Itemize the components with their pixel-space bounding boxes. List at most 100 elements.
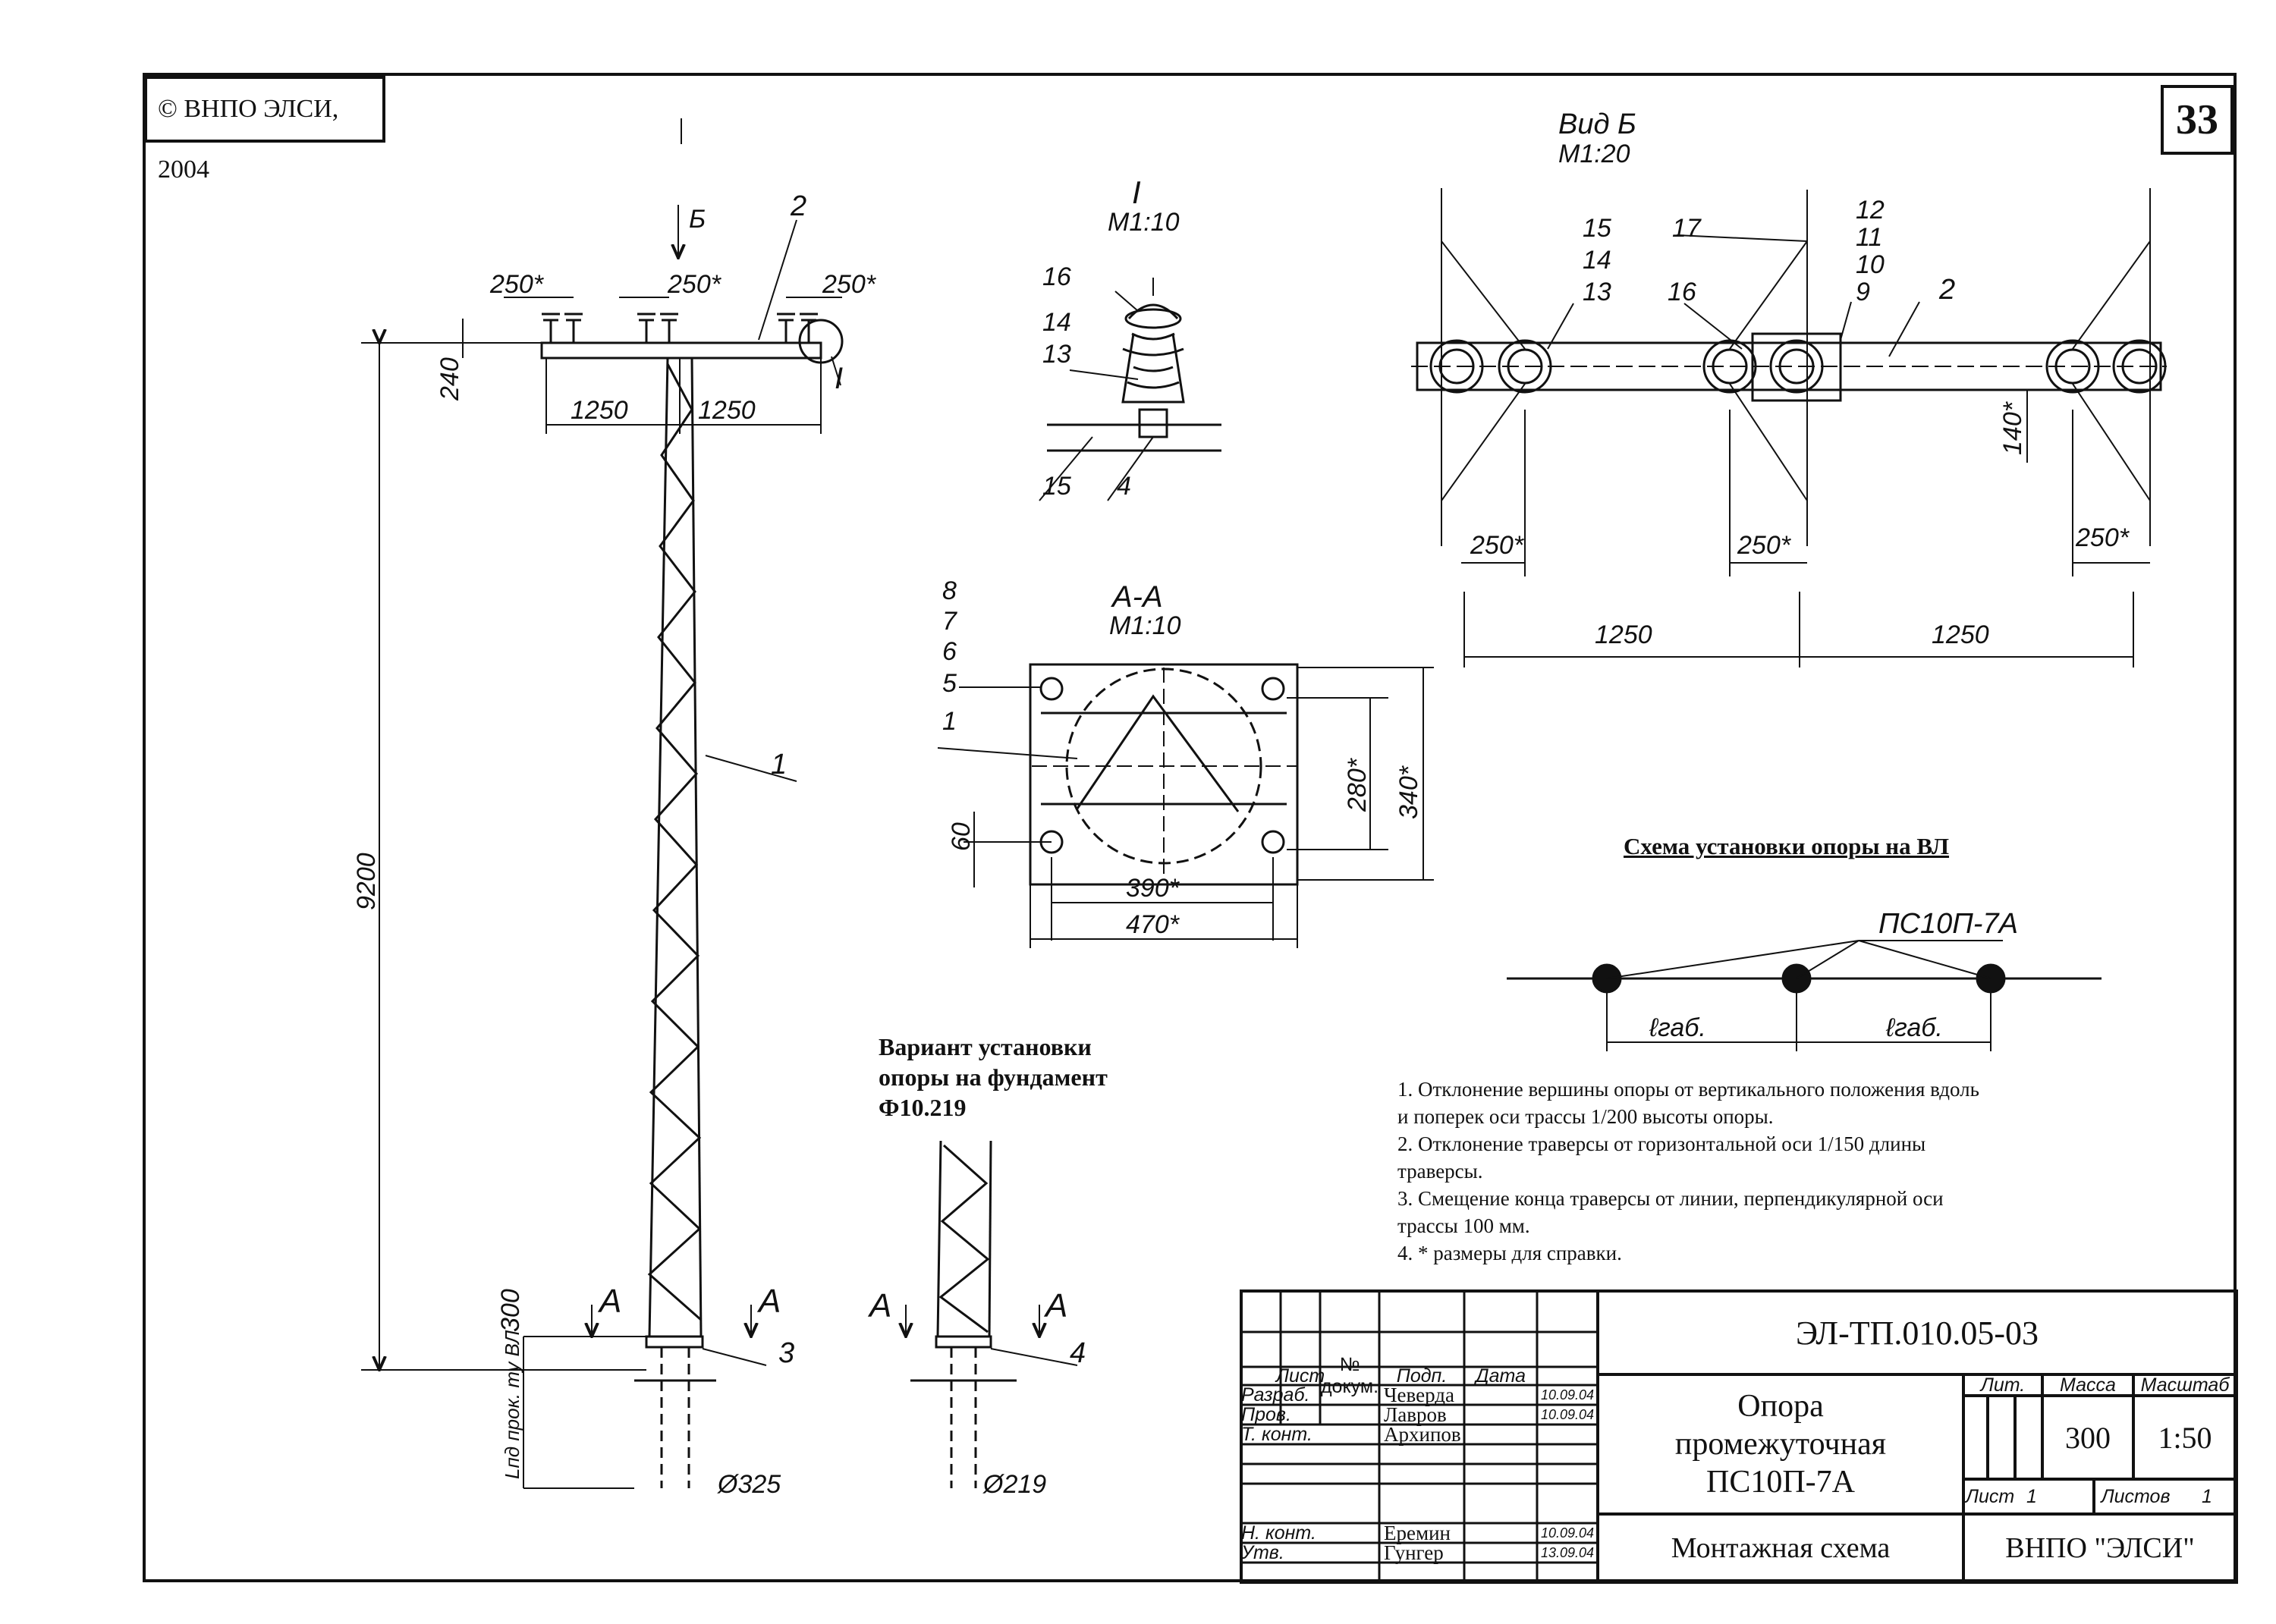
dim-embed: Lпд прок. ту ВЛ	[501, 1330, 523, 1479]
section-a-left: А	[597, 1283, 621, 1320]
view-b-dim-250-left: 250*	[1470, 531, 1525, 560]
variant-section-a-right: А	[1043, 1287, 1067, 1324]
detail-i-callout-14: 14	[1042, 308, 1071, 337]
scale-value: 1:50	[2158, 1420, 2212, 1455]
dim-280: 280*	[1343, 757, 1372, 812]
dim-1250-right: 1250	[698, 396, 756, 425]
view-b-dim-1250-left: 1250	[1595, 620, 1652, 649]
callout-1: 1	[771, 749, 787, 781]
dim-240: 240	[435, 357, 464, 401]
scheme-span-right: ℓгаб.	[1885, 1013, 1943, 1042]
installation-scheme	[1507, 940, 2102, 1051]
aa-callout-6: 6	[942, 637, 957, 666]
aa-callout-8: 8	[942, 576, 957, 605]
sheets-label: Листов	[2101, 1485, 2171, 1507]
lit-label: Лит.	[1980, 1374, 2026, 1396]
view-b-drawing	[1411, 188, 2167, 668]
col-date: Дата	[1476, 1365, 1526, 1387]
variant-line-1: Вариант установки	[879, 1033, 1092, 1060]
diameter-325: Ø325	[717, 1470, 781, 1499]
detail-i-callout-4: 4	[1117, 472, 1131, 501]
view-b-callout-13: 13	[1583, 278, 1611, 306]
dim-1250-left: 1250	[571, 396, 628, 425]
note-line: и поперек оси трассы 1/200 высоты опоры.	[1397, 1105, 1774, 1128]
dim-340: 340*	[1394, 765, 1423, 819]
title-line-1: Опора	[1737, 1389, 1824, 1424]
note-line: 2. Отклонение траверсы от горизонтальной…	[1397, 1132, 1926, 1155]
drawing-title: Опора промежуточная ПС10П-7А	[1598, 1374, 1963, 1514]
date-nkont: 10.09.04	[1540, 1525, 1595, 1541]
role-prov: Пров.	[1241, 1403, 1291, 1425]
section-aa-drawing	[937, 663, 1434, 948]
notes: 1. Отклонение вершины опоры от вертикаль…	[1397, 1076, 2126, 1267]
title-block: ЭЛ-ТП.010.05-03 Опора промежуточная ПС10…	[1241, 1291, 2237, 1582]
scheme-title: Схема установки опоры на ВЛ	[1624, 833, 1950, 859]
organization: ВНПО "ЭЛСИ"	[2005, 1532, 2195, 1564]
note-line: 1. Отклонение вершины опоры от вертикаль…	[1397, 1078, 1979, 1101]
variant-drawing	[906, 1140, 1078, 1488]
section-a-right: А	[756, 1283, 781, 1320]
callout-2: 2	[790, 190, 806, 222]
col-izm: Лист	[1275, 1365, 1325, 1387]
main-view-labels: Б 250* 250* 250* 240 1250 1250 9200 300 …	[352, 190, 877, 1499]
sheet-label: Лист	[1965, 1485, 2015, 1507]
section-aa-scale: М1:10	[1109, 611, 1181, 640]
dim-470: 470*	[1126, 910, 1180, 939]
detail-i-scale: М1:10	[1108, 208, 1180, 237]
copyright-stamp: © ВНПО ЭЛСИ, 2004	[144, 76, 385, 184]
section-aa-title: А-А	[1111, 580, 1163, 614]
callout-3: 3	[778, 1337, 794, 1369]
name-nkont: Еремин	[1384, 1521, 1451, 1544]
variant-line-2: опоры на фундамент	[879, 1063, 1108, 1091]
view-b-dim-250-right: 250*	[2075, 523, 2130, 552]
title-line-3: ПС10П-7А	[1706, 1465, 1855, 1500]
view-b-callout-15: 15	[1583, 214, 1611, 243]
col-doc: № докум.	[1320, 1354, 1379, 1397]
view-b-callout-9: 9	[1856, 278, 1870, 306]
role-utv: Утв.	[1241, 1541, 1284, 1563]
doc-code: ЭЛ-ТП.010.05-03	[1795, 1314, 2039, 1352]
dim-60: 60	[947, 822, 976, 851]
view-b-callout-10: 10	[1856, 250, 1885, 279]
variant-callout-4: 4	[1070, 1337, 1086, 1369]
note-line: 3. Смещение конца траверсы от линии, пер…	[1397, 1187, 1944, 1210]
diameter-219: Ø219	[982, 1470, 1046, 1499]
view-b-dim-1250-right: 1250	[1932, 620, 1989, 649]
view-b-callout-16: 16	[1668, 278, 1696, 306]
scheme-span-left: ℓгаб.	[1649, 1013, 1706, 1042]
mass-label: Масса	[2060, 1374, 2116, 1396]
name-utv: Гунгер	[1384, 1541, 1444, 1564]
title-line-2: промежуточная	[1674, 1427, 1887, 1462]
detail-i-title: I	[1132, 174, 1141, 210]
variant-line-3: Ф10.219	[879, 1094, 967, 1121]
view-b-callout-12: 12	[1856, 196, 1885, 225]
dim-250-left: 250*	[489, 270, 545, 299]
section-mark-b: Б	[689, 205, 706, 234]
note-line: трассы 100 мм.	[1397, 1214, 1530, 1237]
role-tkont: Т. конт.	[1241, 1423, 1312, 1445]
view-b-callout-11: 11	[1856, 223, 1882, 252]
dim-390: 390*	[1126, 874, 1180, 903]
role-razrab: Разраб.	[1241, 1384, 1310, 1406]
name-tkont: Архипов	[1384, 1422, 1461, 1446]
drawing-subtitle: Монтажная схема	[1671, 1532, 1891, 1564]
role-nkont: Н. конт.	[1241, 1522, 1316, 1544]
main-pole-view	[361, 118, 844, 1489]
date-utv: 13.09.04	[1540, 1544, 1595, 1560]
view-b-callout-17: 17	[1672, 214, 1702, 243]
sheet-value: 1	[2026, 1485, 2037, 1507]
drawing-frame	[143, 73, 2237, 1582]
dim-250-right: 250*	[822, 270, 877, 299]
aa-callout-7: 7	[942, 607, 957, 636]
title-block-grid	[1240, 1289, 2238, 1584]
name-razrab: Чеверда	[1384, 1383, 1454, 1406]
col-sign: Подп.	[1396, 1365, 1448, 1387]
detail-i-callout-15: 15	[1042, 472, 1071, 501]
dim-250-center: 250*	[667, 270, 722, 299]
view-b-dim-250-center: 250*	[1737, 531, 1792, 560]
mass-value: 300	[2065, 1420, 2111, 1455]
view-b-callout-2: 2	[1938, 274, 1955, 306]
aa-callout-1: 1	[942, 707, 957, 736]
date-razrab: 10.09.04	[1540, 1387, 1595, 1403]
